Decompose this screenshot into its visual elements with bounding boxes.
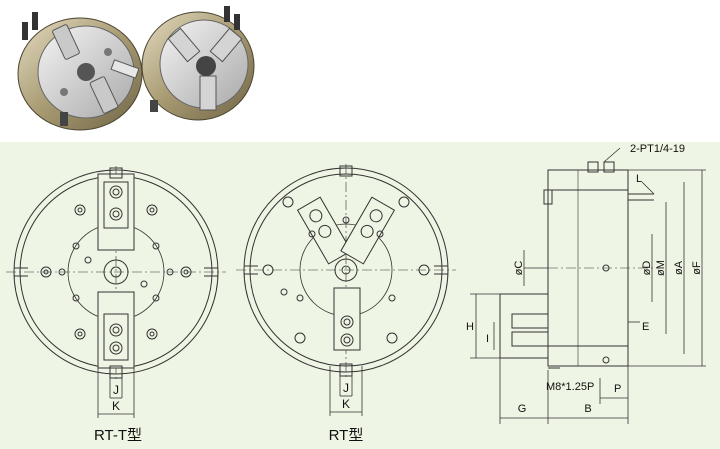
e-label: E [642,321,649,333]
front-view-rt [236,164,456,380]
b-label: B [584,403,591,415]
product-photo [0,0,720,142]
rt-t-dimensions [97,368,135,418]
side-view [499,161,660,369]
rt-caption: RT型 [329,427,364,444]
rt-dimensions [329,366,363,416]
chuck-photo-illustration [17,6,255,131]
d-diameter-label: øD [641,261,653,276]
front-view-rt-t [6,166,226,382]
g-label: G [518,403,527,415]
technical-drawing-panel: J K RT-T型 [0,142,720,449]
technical-drawing: J K RT-T型 [6,143,706,444]
l-label: L [636,173,642,185]
rt-t-j-label: J [113,383,119,397]
side-jaw-block [499,293,549,359]
rt-t-caption: RT-T型 [94,427,142,444]
p-label: P [614,383,621,395]
rt-k-label: K [342,397,350,411]
i-label: I [486,333,489,345]
c-diameter-label: øC [513,261,525,276]
m-diameter-label: øM [655,260,667,276]
rt-t-k-label: K [112,399,120,413]
f-diameter-label: øF [691,261,703,275]
thread-label: M8*1.25P [546,381,594,393]
a-diameter-label: øA [673,260,685,275]
h-label: H [466,321,474,333]
side-dimensions [470,147,706,424]
photo-chuck-rt [141,6,255,121]
port-label: 2-PT1/4-19 [630,143,685,155]
rt-j-label: J [343,381,349,395]
photo-chuck-rt-t [17,12,143,131]
